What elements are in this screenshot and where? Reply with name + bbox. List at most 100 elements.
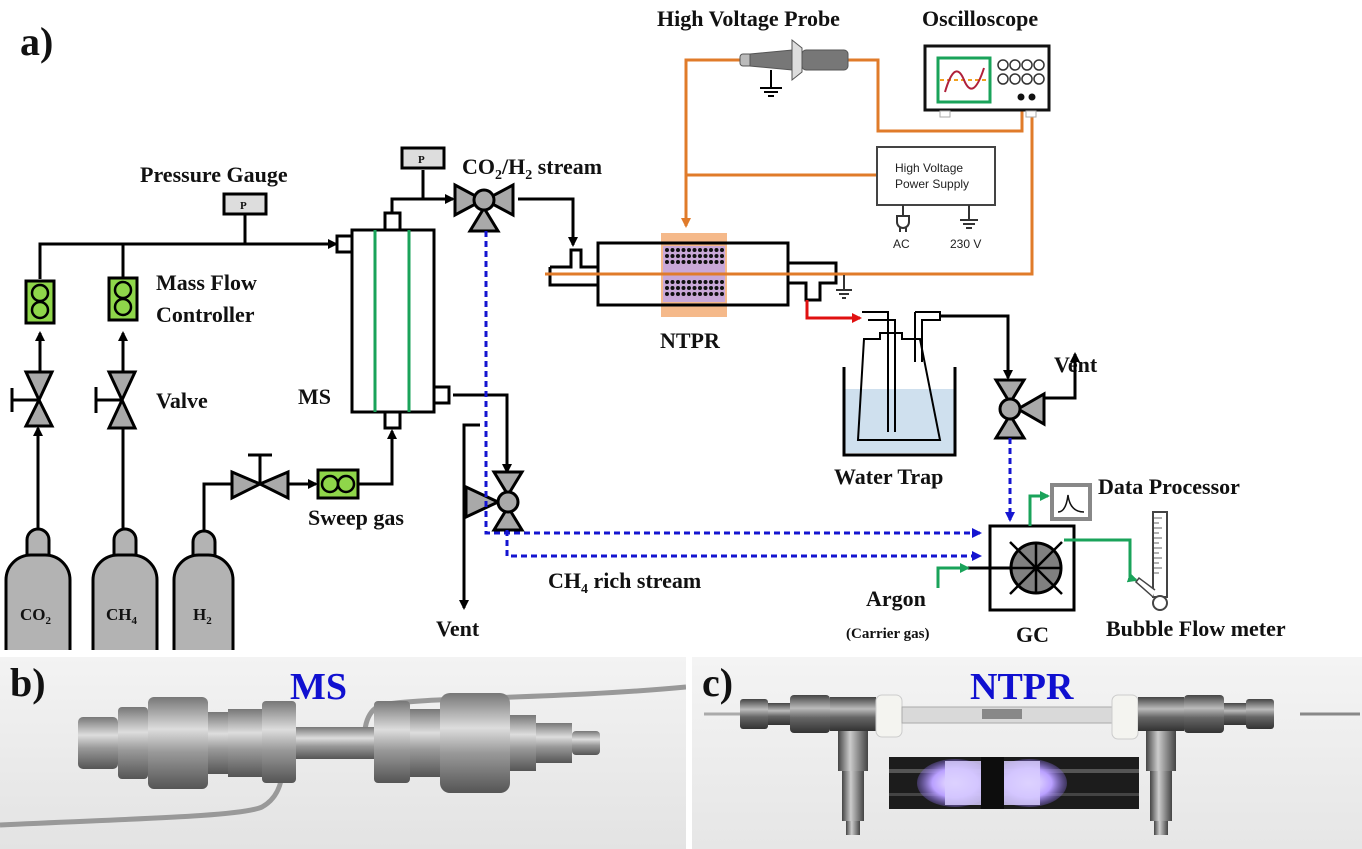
- panel-letter-c: c): [702, 660, 734, 705]
- ntpr-hardware-illustration: [704, 694, 1360, 835]
- label-data-processor: Data Processor: [1098, 474, 1240, 499]
- plasma-glow-inset: [889, 757, 1139, 809]
- hv-power-supply-line1: High Voltage: [895, 161, 963, 175]
- bead-dot: [670, 280, 675, 284]
- water-trap: [842, 311, 957, 457]
- three-way-valve-icon: [993, 378, 1046, 440]
- bead-dot: [703, 260, 708, 264]
- hv-power-supply: High Voltage Power Supply AC 230 V: [876, 146, 996, 251]
- bead-dot: [687, 248, 691, 252]
- bead-dot: [714, 286, 719, 290]
- bead-dot: [670, 292, 675, 296]
- bead-dot: [703, 254, 708, 258]
- bead-dot: [665, 292, 669, 296]
- valve-icon: [94, 370, 138, 430]
- label-gc: GC: [1016, 622, 1049, 647]
- bead-dot: [698, 280, 702, 284]
- label-ms: MS: [298, 384, 331, 409]
- bead-dot: [676, 280, 680, 284]
- gas-cylinder-co2: CO2: [4, 527, 72, 650]
- bead-dot: [703, 292, 708, 296]
- bead-dot: [692, 280, 697, 284]
- bead-dot: [681, 254, 686, 258]
- label-water-trap: Water Trap: [834, 464, 943, 489]
- bubble-flow-meter-icon: [1134, 511, 1168, 611]
- bead-dot: [692, 286, 697, 290]
- label-ch4-rich-stream: CH4 rich stream: [548, 568, 701, 597]
- bead-dot: [703, 286, 708, 290]
- label-carrier-gas: (Carrier gas): [846, 626, 929, 642]
- bead-dot: [676, 286, 680, 290]
- ntpr-reactor: [545, 233, 862, 323]
- label-valve: Valve: [156, 388, 208, 413]
- bead-dot: [709, 280, 713, 284]
- bead-dot: [692, 292, 697, 296]
- bead-dot: [665, 248, 669, 252]
- bead-dot: [676, 254, 680, 258]
- bead-dot: [720, 254, 724, 258]
- bead-dot: [709, 254, 713, 258]
- gas-piping: [33, 170, 1080, 610]
- mass-flow-controller-icon: [24, 279, 56, 325]
- sample-streams: [484, 231, 1015, 561]
- bead-dot: [676, 248, 680, 252]
- bead-dot: [681, 260, 686, 264]
- voltage-label: 230 V: [950, 237, 981, 251]
- bead-dot: [681, 286, 686, 290]
- bead-dot: [698, 260, 702, 264]
- bead-dot: [687, 260, 691, 264]
- bead-dot: [709, 248, 713, 252]
- label-vent-bottom: Vent: [436, 616, 480, 641]
- gas-cylinder-ch4: CH4: [91, 527, 159, 650]
- svg-text:CH4: CH4: [106, 605, 138, 627]
- hv-power-supply-line2: Power Supply: [895, 177, 969, 191]
- ground-icon: [836, 275, 852, 299]
- bead-dot: [714, 292, 719, 296]
- bead-dot: [676, 260, 680, 264]
- bead-dot: [687, 280, 691, 284]
- photo-title-ms: MS: [290, 666, 347, 708]
- bead-dot: [670, 286, 675, 290]
- panel-letter-b: b): [10, 660, 46, 705]
- gas-chromatograph: [968, 524, 1076, 612]
- bead-dot: [698, 286, 702, 290]
- dielectric-beads: [665, 248, 724, 296]
- photo-title-ntpr: NTPR: [970, 666, 1074, 708]
- bead-dot: [681, 292, 686, 296]
- high-voltage-probe-icon: [739, 38, 849, 97]
- ms-hardware-illustration: [0, 684, 686, 828]
- mass-flow-controller-icon: [107, 276, 139, 322]
- bead-dot: [709, 260, 713, 264]
- label-pressure-gauge: Pressure Gauge: [140, 162, 288, 187]
- membrane-separator: [335, 211, 451, 430]
- bead-dot: [681, 280, 686, 284]
- bead-dot: [703, 280, 708, 284]
- bead-dot: [681, 248, 686, 252]
- bead-dot: [692, 254, 697, 258]
- bead-dot: [692, 260, 697, 264]
- bead-dot: [665, 260, 669, 264]
- pressure-gauge-icon: P: [400, 146, 446, 170]
- label-argon: Argon: [866, 586, 926, 611]
- svg-text:P: P: [240, 200, 247, 212]
- ac-plug-icon: [896, 205, 910, 232]
- bead-dot: [709, 292, 713, 296]
- valve-icon: [230, 453, 290, 501]
- photo-ntpr-reactor: c) NTPR: [692, 657, 1362, 849]
- label-oscilloscope: Oscilloscope: [922, 6, 1038, 31]
- bead-dot: [698, 248, 702, 252]
- bead-dot: [670, 260, 675, 264]
- bead-dot: [665, 280, 669, 284]
- data-processor-icon: [1050, 483, 1092, 521]
- oscilloscope-icon: [923, 44, 1051, 118]
- pressure-gauge-icon: P: [222, 192, 268, 216]
- three-way-valve-icon: [464, 470, 525, 532]
- gas-cylinder-h2: H2: [172, 529, 235, 650]
- svg-text:P: P: [418, 154, 425, 166]
- bead-dot: [665, 286, 669, 290]
- bead-dot: [720, 292, 724, 296]
- three-way-valve-icon: [453, 182, 515, 233]
- bead-dot: [720, 280, 724, 284]
- bead-dot: [698, 254, 702, 258]
- bead-dot: [714, 260, 719, 264]
